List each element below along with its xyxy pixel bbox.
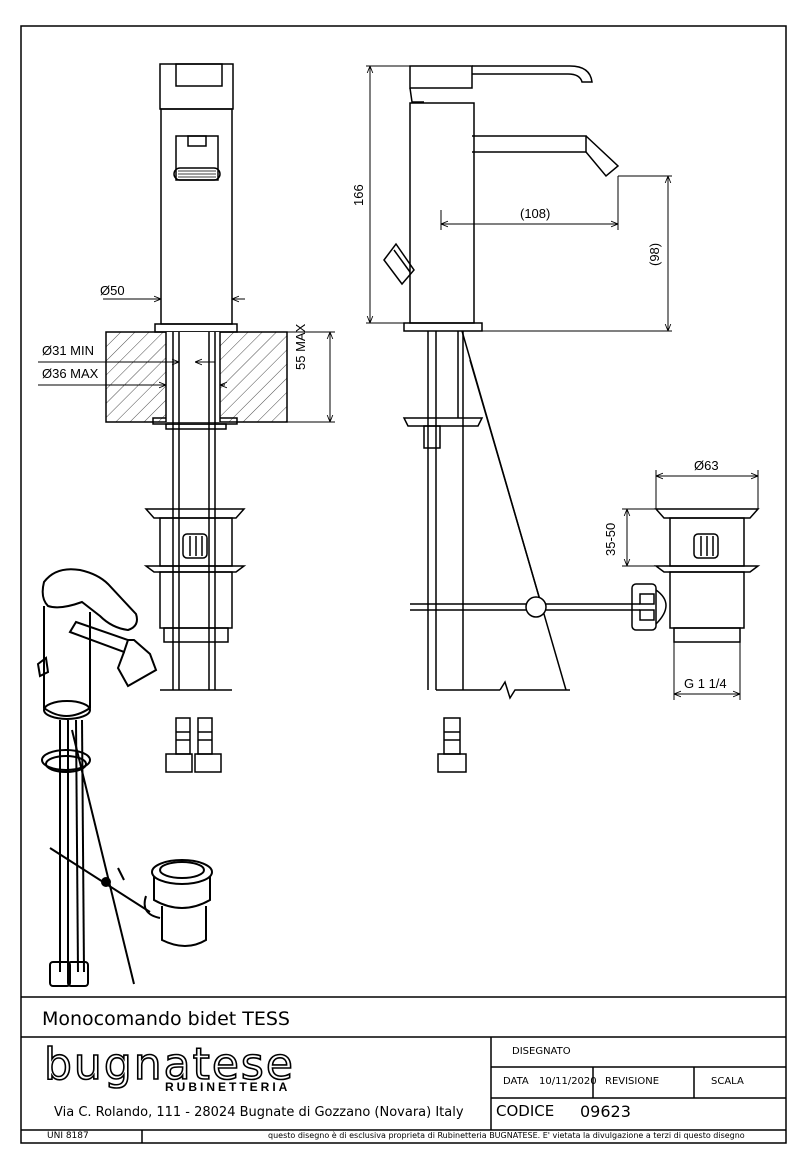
standard-reference: UNI 8187 [47, 1131, 89, 1141]
property-notice: questo disegno è di esclusiva proprieta … [268, 1131, 745, 1140]
dim-35-50: 35-50 [603, 522, 618, 556]
title-block [21, 996, 786, 1143]
counter-section [105, 331, 288, 423]
dim-d36max: Ø36 MAX [42, 366, 99, 381]
drawing-border [20, 25, 787, 1144]
data-value: 10/11/2020 [539, 1076, 597, 1087]
dim-166: 166 [351, 184, 366, 206]
dim-d50: Ø50 [100, 283, 125, 298]
brand-subtitle: RUBINETTERIA [165, 1080, 291, 1094]
product-title: Monocomando bidet TESS [42, 1008, 290, 1030]
data-label: DATA [503, 1076, 529, 1087]
dim-108: (108) [520, 206, 551, 221]
side-dimensions [366, 65, 672, 332]
waste-dimensions [622, 470, 759, 700]
dim-g114: G 1 1/4 [684, 676, 727, 691]
disegnato-label: DISEGNATO [512, 1046, 571, 1057]
perspective-view [36, 568, 213, 987]
codice-value: 09623 [580, 1102, 631, 1121]
front-dimensions [38, 295, 335, 423]
dim-d31min: Ø31 MIN [42, 343, 95, 358]
scala-label: SCALA [711, 1076, 744, 1087]
codice-label: CODICE [496, 1102, 555, 1120]
brand-logo: bugnatese [43, 1039, 295, 1090]
dim-d63: Ø63 [694, 458, 719, 473]
dim-55max: 55 MAX [293, 323, 308, 370]
side-view [383, 65, 640, 773]
company-address: Via C. Rolando, 111 - 28024 Bugnate di G… [54, 1105, 464, 1120]
dim-98: (98) [647, 242, 662, 266]
revisione-label: REVISIONE [605, 1076, 660, 1087]
waste-detail [631, 508, 761, 643]
